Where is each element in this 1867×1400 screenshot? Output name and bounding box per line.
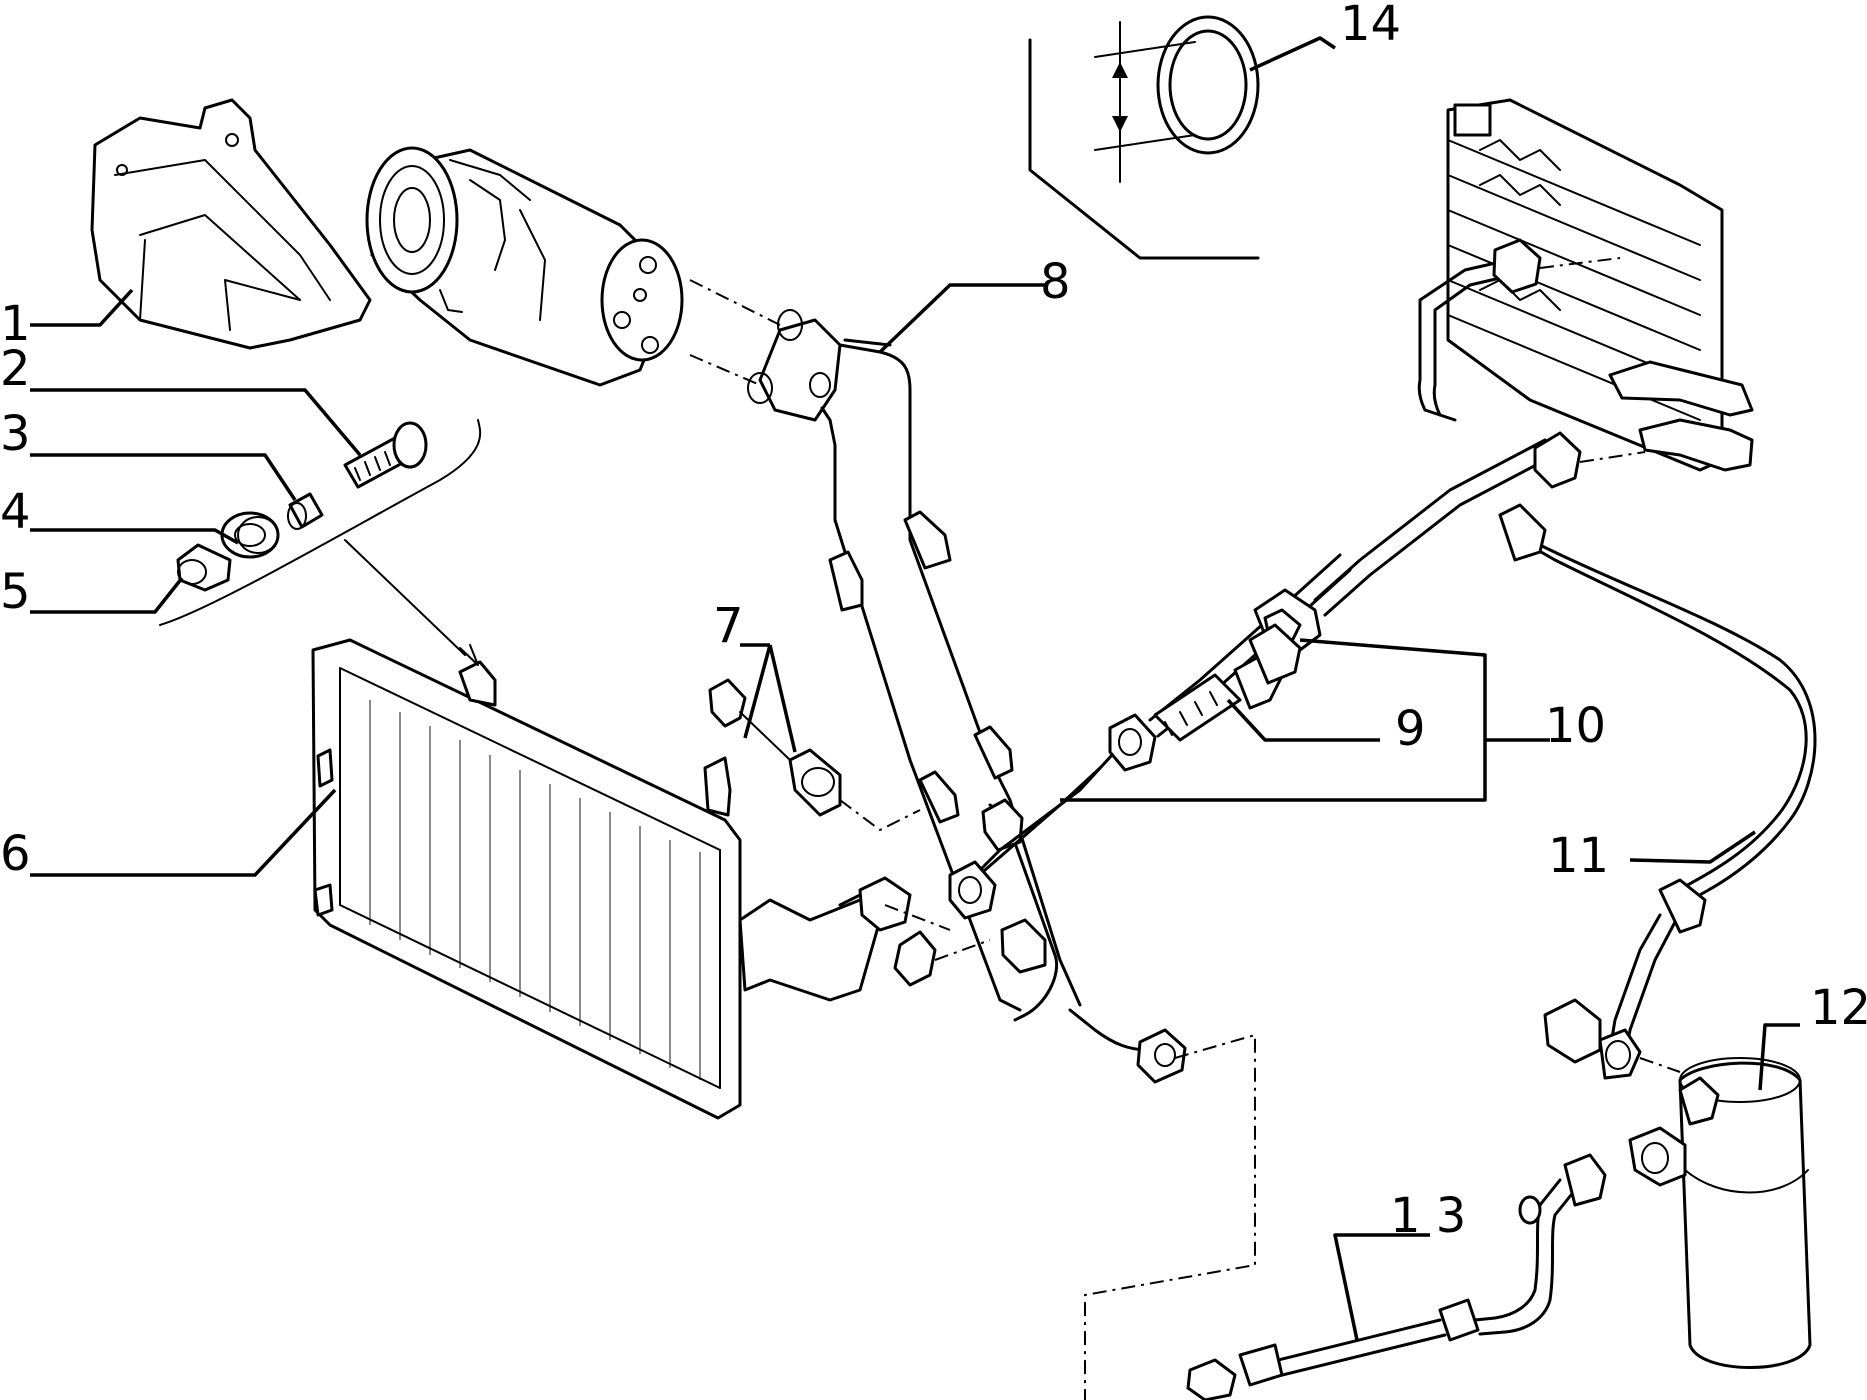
part-12-receiver-drier xyxy=(1628,1057,1812,1369)
condenser-outlet-fittings xyxy=(838,876,991,987)
part-3-spacer xyxy=(287,492,324,530)
part-6-condenser xyxy=(311,638,882,1120)
callout-3: 3 xyxy=(0,406,31,462)
part-7-pressure-switch xyxy=(708,678,921,832)
callout-11: 11 xyxy=(1548,828,1609,884)
part-9-pressure-sensor xyxy=(1153,623,1302,742)
callout-2: 2 xyxy=(0,341,31,397)
callout-8: 8 xyxy=(1040,254,1071,310)
part-5-grommet xyxy=(176,543,232,592)
assembly-dashed-path xyxy=(1084,1033,1256,1400)
callout-labels: 1 2 3 4 5 6 7 8 9 10 11 12 1 3 14 xyxy=(0,0,1867,1244)
part-14-seal-inset xyxy=(1028,15,1260,260)
callout-4: 4 xyxy=(0,484,31,540)
callout-14: 14 xyxy=(1340,0,1401,52)
callout-12: 12 xyxy=(1810,980,1867,1036)
part-11-hose xyxy=(1498,503,1817,1080)
parts-2-5-mounting-hardware xyxy=(159,419,482,666)
callout-5: 5 xyxy=(0,564,31,620)
condenser-fins xyxy=(369,700,701,1080)
callout-9: 9 xyxy=(1395,701,1426,757)
leader-lines xyxy=(30,36,1800,1341)
compressor xyxy=(365,146,684,387)
callout-1: 1 xyxy=(0,296,31,352)
part-13-liquid-pipe xyxy=(1186,1153,1607,1400)
part-8-compressor-pipes xyxy=(689,279,1187,1084)
part-2-bolt xyxy=(343,421,428,489)
callout-10: 10 xyxy=(1545,698,1606,754)
part-1-shield xyxy=(90,98,372,350)
callout-6: 6 xyxy=(0,826,31,882)
callout-13: 1 3 xyxy=(1390,1188,1466,1244)
part-4-bush xyxy=(220,511,280,559)
callout-7: 7 xyxy=(713,598,744,654)
evaporator xyxy=(1446,98,1754,472)
part-10-liquid-line xyxy=(948,238,1646,920)
